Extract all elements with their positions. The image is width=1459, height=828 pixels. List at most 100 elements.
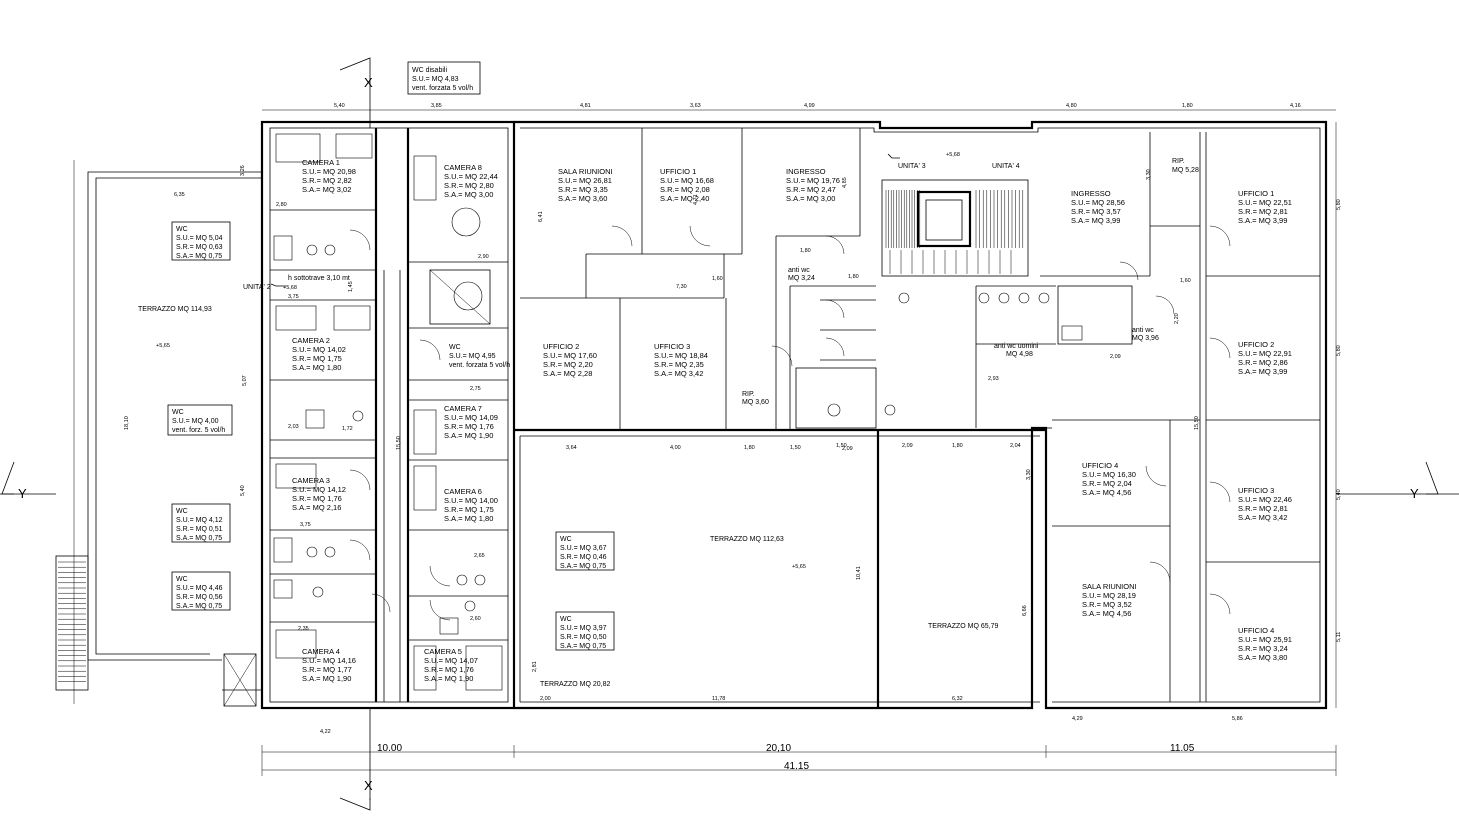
dim-misc: 2,93 bbox=[988, 376, 999, 382]
dim-misc: 2,90 bbox=[478, 254, 489, 260]
dim-top: 4,16 bbox=[1290, 103, 1301, 109]
room-sr: S.R.= MQ 1,76 bbox=[292, 494, 342, 503]
sottotrave-note: h sottotrave 3,10 mt bbox=[288, 275, 350, 282]
dim-segment-3: 11.05 bbox=[1170, 743, 1195, 754]
wc-box bbox=[167, 404, 233, 436]
dim-misc: 2,03 bbox=[288, 424, 299, 430]
room-sr: S.R.= MQ 3,57 bbox=[1071, 207, 1121, 216]
dim-vertical: 15,50 bbox=[396, 436, 402, 450]
dim-misc: 2,80 bbox=[276, 202, 287, 208]
wc-box-line: S.U.= MQ 3,97 bbox=[560, 625, 607, 632]
wc-box-line: S.U.= MQ 4,12 bbox=[176, 517, 223, 524]
dim-vertical: 15,50 bbox=[1194, 416, 1200, 430]
dim-misc: 3,64 bbox=[566, 445, 577, 451]
room-sa: S.A.= MQ 2,28 bbox=[543, 369, 592, 378]
wc-box-line: S.A.= MQ 0,75 bbox=[176, 535, 222, 542]
dim-vertical: 2,20 bbox=[1174, 313, 1180, 324]
dim-misc: 2,65 bbox=[474, 553, 485, 559]
rip-1-area: MQ 3,60 bbox=[742, 399, 769, 406]
section-x-top: X bbox=[364, 75, 373, 90]
dim-vertical: 1,45 bbox=[348, 281, 354, 292]
level-unit-2: +5,68 bbox=[283, 285, 297, 291]
wc-mid-su: S.U.= MQ 4,95 bbox=[449, 353, 496, 360]
room-su: S.U.= MQ 14,00 bbox=[444, 496, 498, 505]
wc-labels: WCS.U.= MQ 5,04S.R.= MQ 0,63S.A.= MQ 0,7… bbox=[167, 221, 615, 651]
dim-misc: 1,50 bbox=[836, 443, 847, 449]
room-sa: S.A.= MQ 3,60 bbox=[558, 194, 607, 203]
room-name: CAMERA 5 bbox=[424, 647, 462, 656]
dim-misc: 1,60 bbox=[712, 276, 723, 282]
dim-misc: 2,09 bbox=[902, 443, 913, 449]
room-sa: S.A.= MQ 3,42 bbox=[654, 369, 703, 378]
dim-top: 3,63 bbox=[690, 103, 701, 109]
wc-box-title: WC bbox=[560, 616, 572, 623]
room-sr: S.R.= MQ 2,81 bbox=[1238, 504, 1288, 513]
dim-vertical: 3,26 bbox=[240, 165, 246, 176]
dim-misc: 4,00 bbox=[670, 445, 681, 451]
room-name: UFFICIO 2 bbox=[1238, 340, 1274, 349]
room-su: S.U.= MQ 28,19 bbox=[1082, 591, 1136, 600]
section-x-bottom: X bbox=[364, 778, 373, 793]
room-sa: S.A.= MQ 2,16 bbox=[292, 503, 341, 512]
room-name: UFFICIO 4 bbox=[1082, 461, 1118, 470]
dim-vertical: 3,30 bbox=[1026, 469, 1032, 480]
rip-1-title: RIP. bbox=[742, 391, 755, 398]
dim-misc: 7,30 bbox=[676, 284, 687, 290]
room-name: CAMERA 8 bbox=[444, 163, 482, 172]
room-name: CAMERA 3 bbox=[292, 476, 330, 485]
wc-box bbox=[171, 571, 231, 611]
room-sa: S.A.= MQ 3,42 bbox=[1238, 513, 1287, 522]
room-su: S.U.= MQ 22,46 bbox=[1238, 495, 1292, 504]
room-sr: S.R.= MQ 2,80 bbox=[444, 181, 494, 190]
dim-vertical: 5,40 bbox=[240, 485, 246, 496]
dim-misc: 5,86 bbox=[1232, 716, 1243, 722]
dim-overall: 41.15 bbox=[784, 761, 809, 772]
wc-box-line: S.R.= MQ 0,51 bbox=[176, 526, 223, 533]
wc-box-line: S.U.= MQ 4,46 bbox=[176, 585, 223, 592]
room-sa: S.A.= MQ 1,90 bbox=[444, 431, 493, 440]
room-name: UFFICIO 1 bbox=[660, 167, 696, 176]
unit-3-label: UNITA' 3 bbox=[898, 163, 926, 170]
level-unit-3: +5,68 bbox=[946, 152, 960, 158]
dim-misc: 3,75 bbox=[300, 522, 311, 528]
dim-misc: 2,09 bbox=[1110, 354, 1121, 360]
room-name: CAMERA 7 bbox=[444, 404, 482, 413]
wc-box-title: WC bbox=[560, 536, 572, 543]
wc-box-line: S.R.= MQ 0,63 bbox=[176, 244, 223, 251]
room-sr: S.R.= MQ 2,47 bbox=[786, 185, 836, 194]
annotations: UNITA' 2 UNITA' 3 UNITA' 4 +5,68 +5,68 +… bbox=[18, 61, 1419, 793]
room-su: S.U.= MQ 14,16 bbox=[302, 656, 356, 665]
room-sa: S.A.= MQ 3,99 bbox=[1238, 216, 1287, 225]
dim-vertical: 4,85 bbox=[842, 177, 848, 188]
dim-vertical: 6,41 bbox=[538, 211, 544, 222]
room-sa: S.A.= MQ 2,40 bbox=[660, 194, 709, 203]
wc-box-line: S.U.= MQ 4,00 bbox=[172, 418, 219, 425]
room-sa: S.A.= MQ 3,80 bbox=[1238, 653, 1287, 662]
room-sa: S.A.= MQ 3,00 bbox=[786, 194, 835, 203]
middle-block-partitions bbox=[520, 128, 877, 430]
room-sr: S.R.= MQ 1,76 bbox=[444, 422, 494, 431]
room-sr: S.R.= MQ 2,86 bbox=[1238, 358, 1288, 367]
unit-4-label: UNITA' 4 bbox=[992, 163, 1020, 170]
dim-top: 3,85 bbox=[431, 103, 442, 109]
room-su: S.U.= MQ 28,56 bbox=[1071, 198, 1125, 207]
room-sa: S.A.= MQ 3,99 bbox=[1238, 367, 1287, 376]
wc-disabili-title: WC disabili bbox=[412, 67, 447, 74]
section-y-right: Y bbox=[1410, 486, 1419, 501]
dim-misc: 3,75 bbox=[288, 294, 299, 300]
room-su: S.U.= MQ 25,91 bbox=[1238, 635, 1292, 644]
dim-misc: 1,80 bbox=[800, 248, 811, 254]
room-name: SALA RIUNIONI bbox=[558, 167, 613, 176]
dim-vertical: 5,80 bbox=[1336, 345, 1342, 356]
room-sr: S.R.= MQ 2,82 bbox=[302, 176, 352, 185]
anti-wc-3-area: MQ 4,98 bbox=[1006, 351, 1033, 358]
room-sr: S.R.= MQ 2,04 bbox=[1082, 479, 1132, 488]
dim-misc: 4,29 bbox=[1072, 716, 1083, 722]
room-sa: S.A.= MQ 1,90 bbox=[424, 674, 473, 683]
room-name: CAMERA 6 bbox=[444, 487, 482, 496]
right-block-partitions bbox=[827, 132, 1320, 702]
dim-top: 4,99 bbox=[804, 103, 815, 109]
dim-misc: 2,04 bbox=[1010, 443, 1021, 449]
